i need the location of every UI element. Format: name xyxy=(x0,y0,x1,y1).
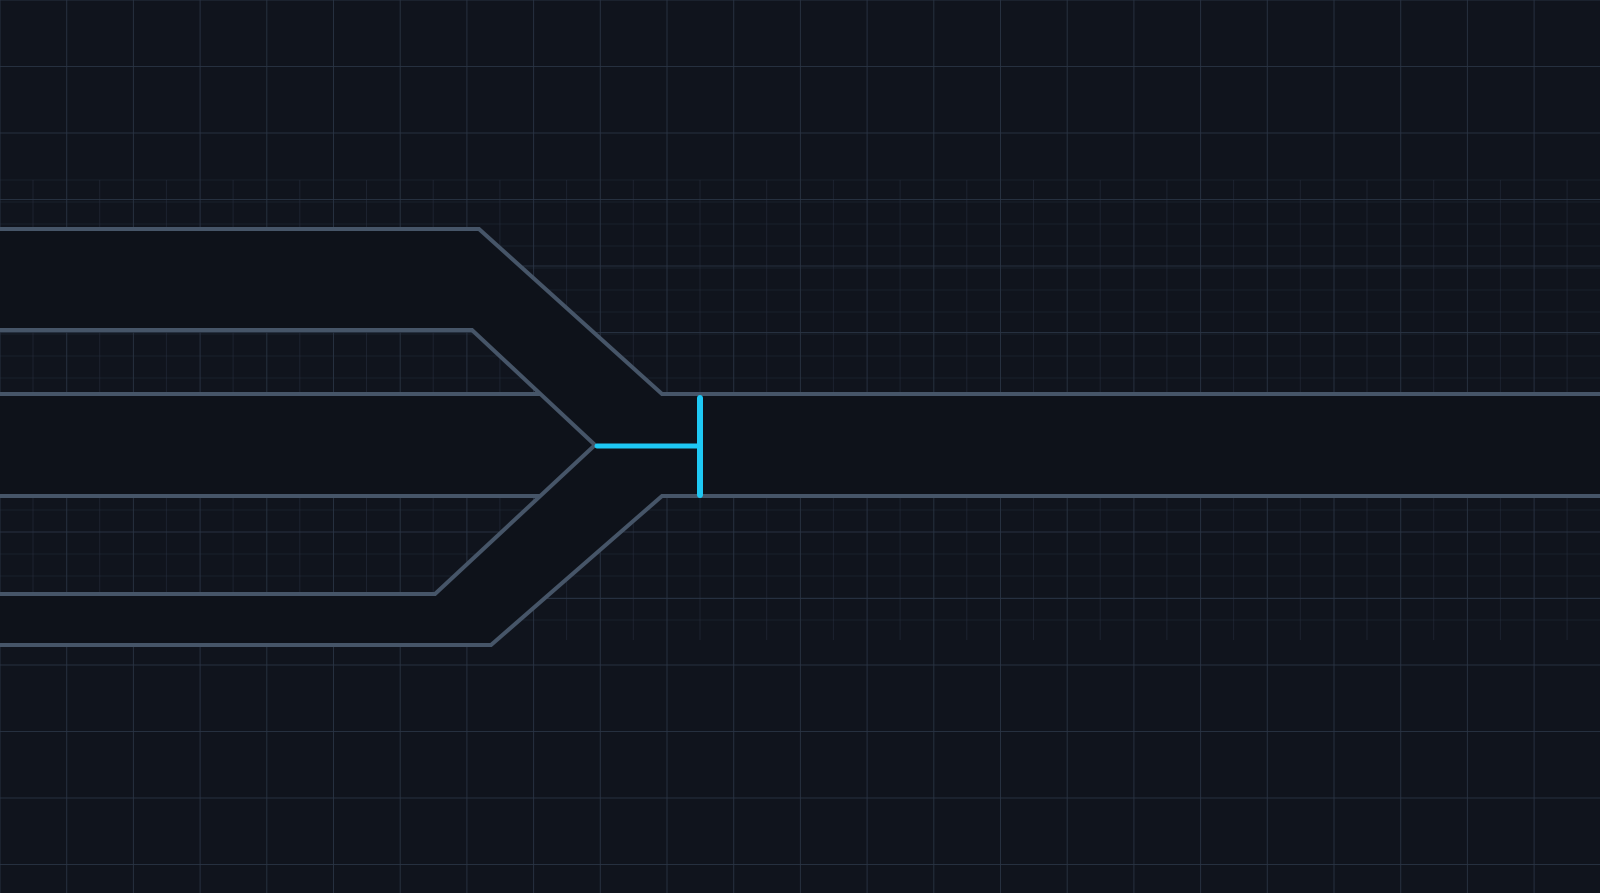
main-channel xyxy=(0,394,1600,496)
upper-channel-outer-edge xyxy=(0,227,1600,396)
track-group xyxy=(0,227,1600,647)
junction-marker xyxy=(594,395,703,498)
upper-channel-inner-edge xyxy=(0,328,597,447)
lower-channel-inner-edge xyxy=(0,443,597,596)
lower-channel-outer-edge xyxy=(0,494,1600,647)
merge-channel-upper xyxy=(0,229,662,496)
